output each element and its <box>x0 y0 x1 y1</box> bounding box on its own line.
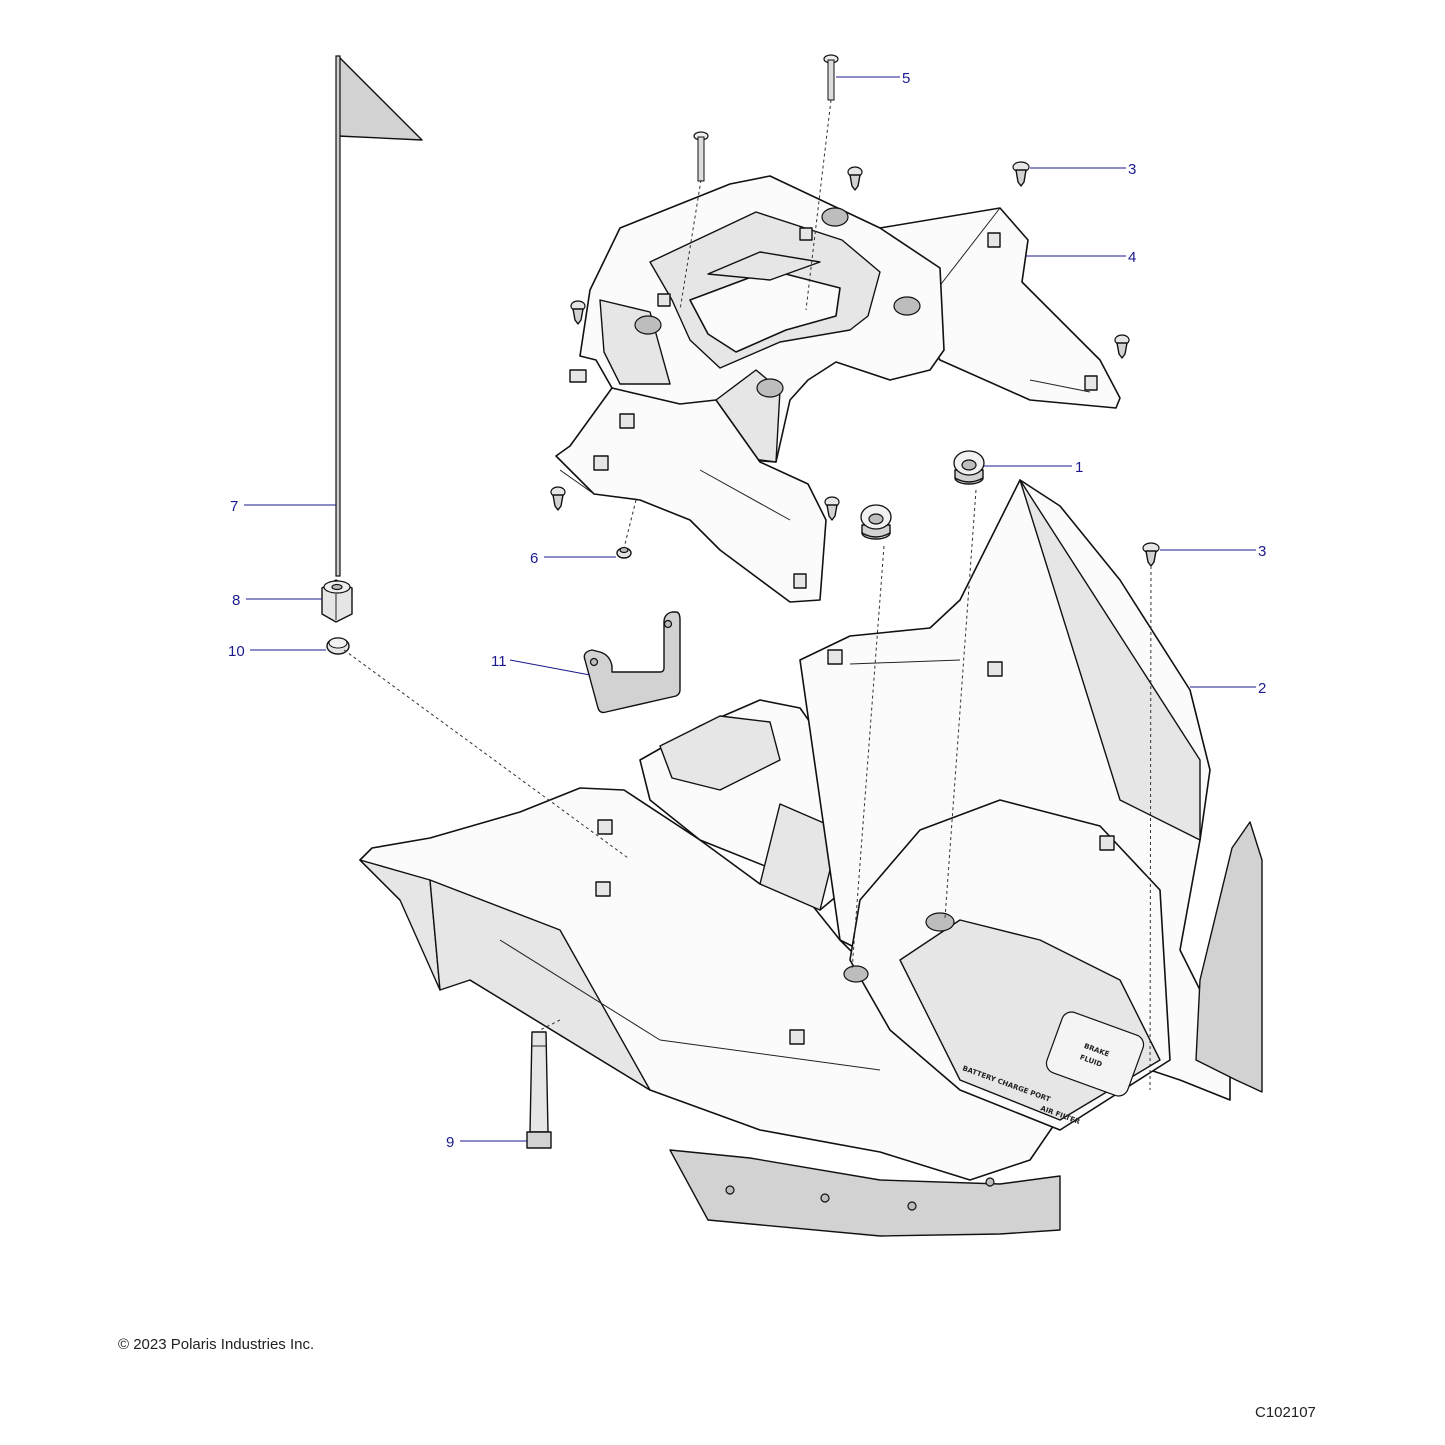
bracket-part <box>583 611 681 714</box>
grommet-part-upper <box>953 450 985 485</box>
flag-mount-nut-part <box>321 579 353 623</box>
svg-text:10: 10 <box>228 643 245 660</box>
push-pin-part-a <box>847 166 863 191</box>
callout-11: 11 <box>491 653 591 676</box>
copyright-notice: © 2023 Polaris Industries Inc. <box>118 1336 315 1353</box>
drawing-number: C102107 <box>1255 1404 1316 1421</box>
push-pin-part-e <box>824 496 840 521</box>
push-pin-part-3-right <box>1142 542 1160 567</box>
svg-text:3: 3 <box>1128 161 1136 178</box>
long-screw-part-left <box>693 131 709 182</box>
svg-text:1: 1 <box>1075 459 1083 476</box>
callout-1: 1 <box>984 459 1083 476</box>
svg-text:4: 4 <box>1128 249 1136 266</box>
svg-text:2: 2 <box>1258 680 1266 697</box>
push-pin-part-b <box>570 300 586 325</box>
svg-text:8: 8 <box>232 592 240 609</box>
push-pin-part-c <box>1114 334 1130 359</box>
long-screw-part-5 <box>823 54 839 101</box>
grommet-part-lower <box>860 504 892 540</box>
rear-fender-part: BRAKE FLUID BATTERY CHARGE PORT AIR FILT… <box>359 479 1263 1237</box>
callout-3-top: 3 <box>1030 161 1136 178</box>
svg-text:3: 3 <box>1258 543 1266 560</box>
upper-rack-part <box>555 175 1121 603</box>
callout-4: 4 <box>1026 249 1136 266</box>
washer-part <box>326 637 350 655</box>
assembly-lines <box>343 99 1152 1091</box>
safety-flag-part <box>335 55 423 577</box>
svg-text:6: 6 <box>530 550 538 567</box>
push-pin-part-d <box>550 486 566 511</box>
callout-8: 8 <box>232 592 322 609</box>
callout-7: 7 <box>230 498 336 515</box>
svg-text:5: 5 <box>902 70 910 87</box>
callout-5: 5 <box>836 70 910 87</box>
bolt-part-9 <box>526 1031 552 1149</box>
svg-text:9: 9 <box>446 1134 454 1151</box>
callout-10: 10 <box>228 643 326 660</box>
svg-text:7: 7 <box>230 498 238 515</box>
callout-9: 9 <box>446 1134 527 1151</box>
callout-3-right: 3 <box>1160 543 1266 560</box>
callout-6: 6 <box>530 550 616 567</box>
nut-part-6 <box>616 546 632 559</box>
callout-2: 2 <box>1190 680 1266 697</box>
svg-text:11: 11 <box>491 653 507 670</box>
push-pin-part-3-top <box>1012 161 1030 187</box>
